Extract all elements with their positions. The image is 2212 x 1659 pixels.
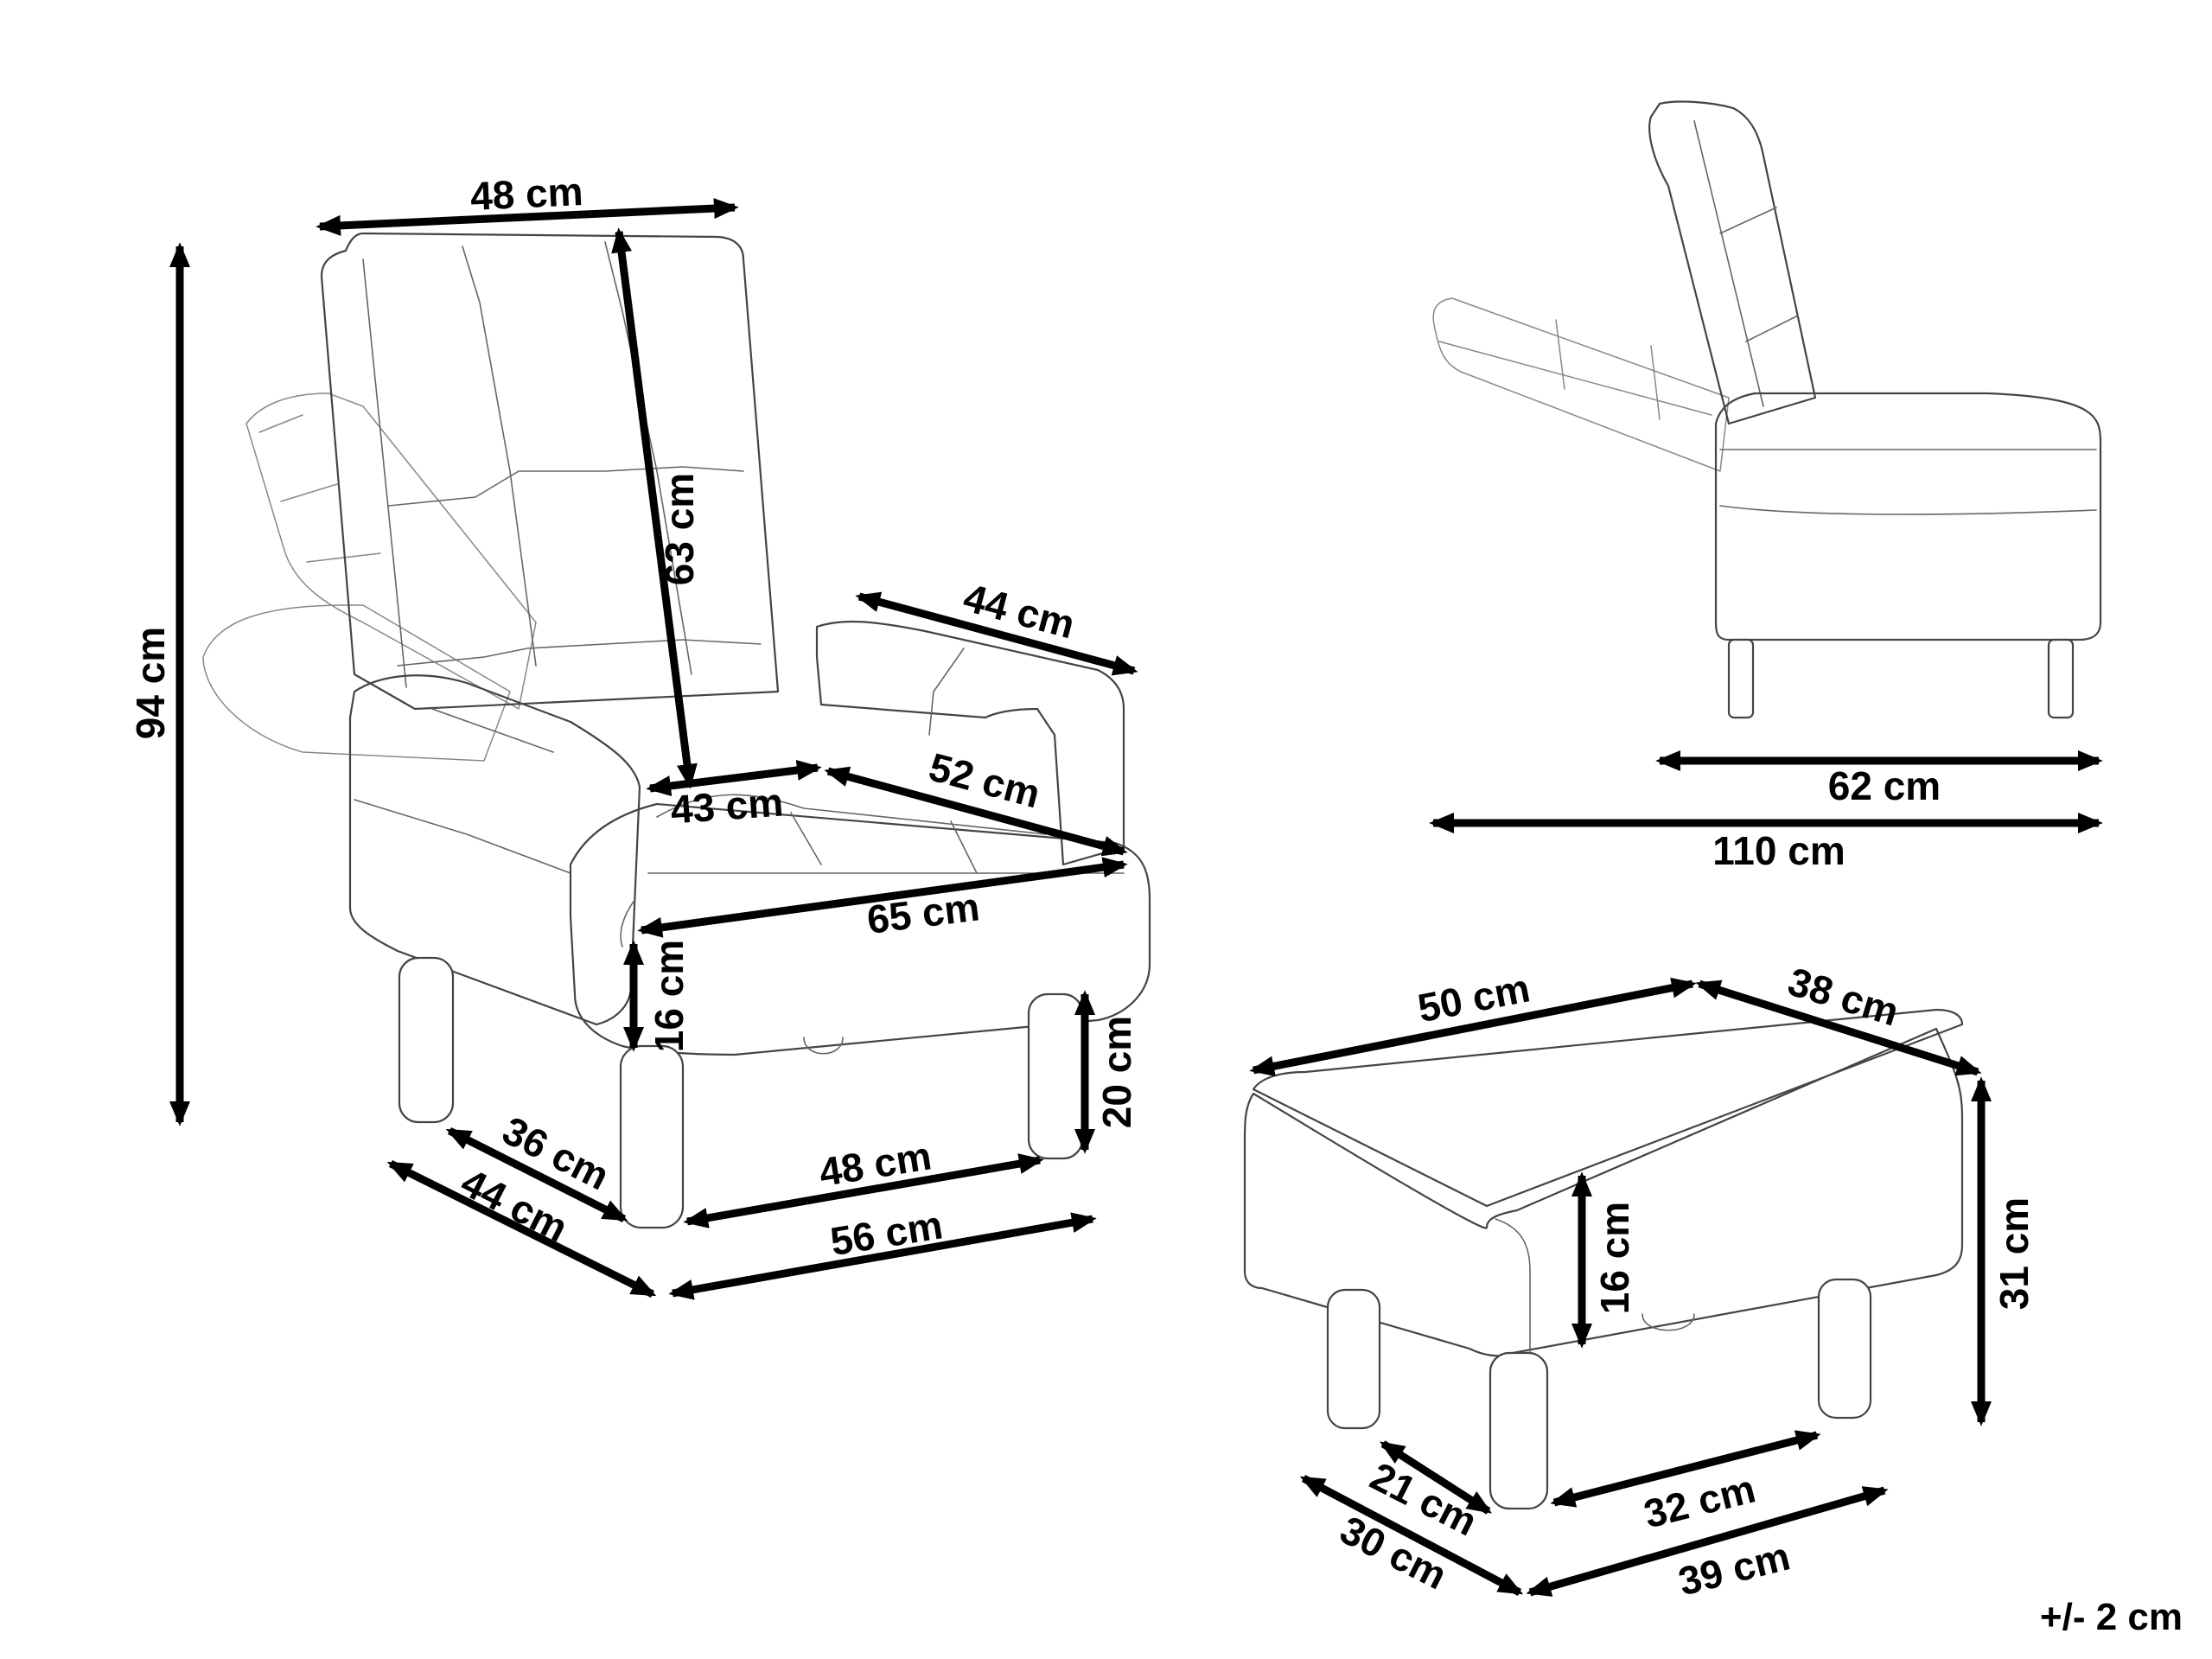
dim-line-total-width: [637, 857, 1128, 938]
seat-cushion: [569, 802, 1151, 1056]
ottoman-leg-front-right: [1817, 1278, 1872, 1420]
side-view-dimensions: 62 cm 110 cm: [1429, 750, 2103, 873]
dim-line-ottoman-width: [1249, 977, 1697, 1077]
label-backrest-height: 63 cm: [657, 473, 702, 585]
chair-leg-back-left: [398, 956, 455, 1124]
chair-leg-front-right: [1027, 992, 1084, 1160]
ottoman-illustration: [1243, 1008, 1964, 1510]
left-armrest: [348, 674, 641, 1026]
side-leg-back: [1727, 638, 1755, 719]
label-ottoman-cushion-height: 16 cm: [1592, 1202, 1637, 1314]
label-seat-width: 43 cm: [669, 780, 785, 833]
dim-line-base-width: [668, 1212, 1097, 1300]
armchair-illustration: [202, 232, 1151, 1229]
label-backrest-width: 48 cm: [469, 169, 584, 219]
label-seat-depth-upright: 62 cm: [1828, 763, 1941, 808]
reclined-ghost-side: [1432, 297, 1730, 472]
label-total-height: 94 cm: [128, 627, 173, 739]
side-view-illustration: [1432, 100, 2102, 719]
ottoman-body: [1243, 1027, 1964, 1357]
dim-line-armrest-length: [855, 591, 1138, 676]
dim-line-ottoman-depth: [1695, 979, 1982, 1076]
dim-line-leg-span-width: [683, 1153, 1044, 1228]
ottoman-dimensions: 50 cm 38 cm 31 cm 16 cm 21 cm 30 cm 32 c…: [1249, 959, 2037, 1604]
dim-line-seat-width: [646, 760, 822, 796]
ottoman-top: [1252, 1008, 1964, 1208]
label-armrest-height: 16 cm: [647, 940, 692, 1052]
tolerance-note: +/- 2 cm: [2040, 1596, 2183, 1638]
label-depth-reclined: 110 cm: [1712, 828, 1845, 873]
dim-line-ottoman-base-depth: [1299, 1475, 1524, 1596]
dim-line-ottoman-base-width: [1526, 1486, 1889, 1597]
ottoman-leg-front-left: [1488, 1351, 1549, 1510]
dim-line-base-depth: [386, 1159, 657, 1298]
side-body: [1714, 392, 2102, 641]
ottoman-leg-back-left: [1326, 1288, 1381, 1430]
dim-line-seat-depth: [824, 766, 1128, 857]
label-leg-height: 20 cm: [1094, 1016, 1139, 1128]
chair-leg-front-left: [619, 1044, 685, 1229]
dim-line-backrest-width: [316, 198, 739, 236]
side-backrest: [1648, 100, 1817, 425]
dim-line-backrest-height: [611, 227, 698, 789]
label-base-width: 56 cm: [827, 1202, 946, 1264]
label-ottoman-height: 31 cm: [1992, 1197, 2037, 1310]
backrest: [320, 232, 780, 711]
side-leg-front: [2047, 638, 2075, 719]
reclined-backrest-ghost: [202, 392, 537, 762]
label-total-width: 65 cm: [864, 884, 982, 942]
